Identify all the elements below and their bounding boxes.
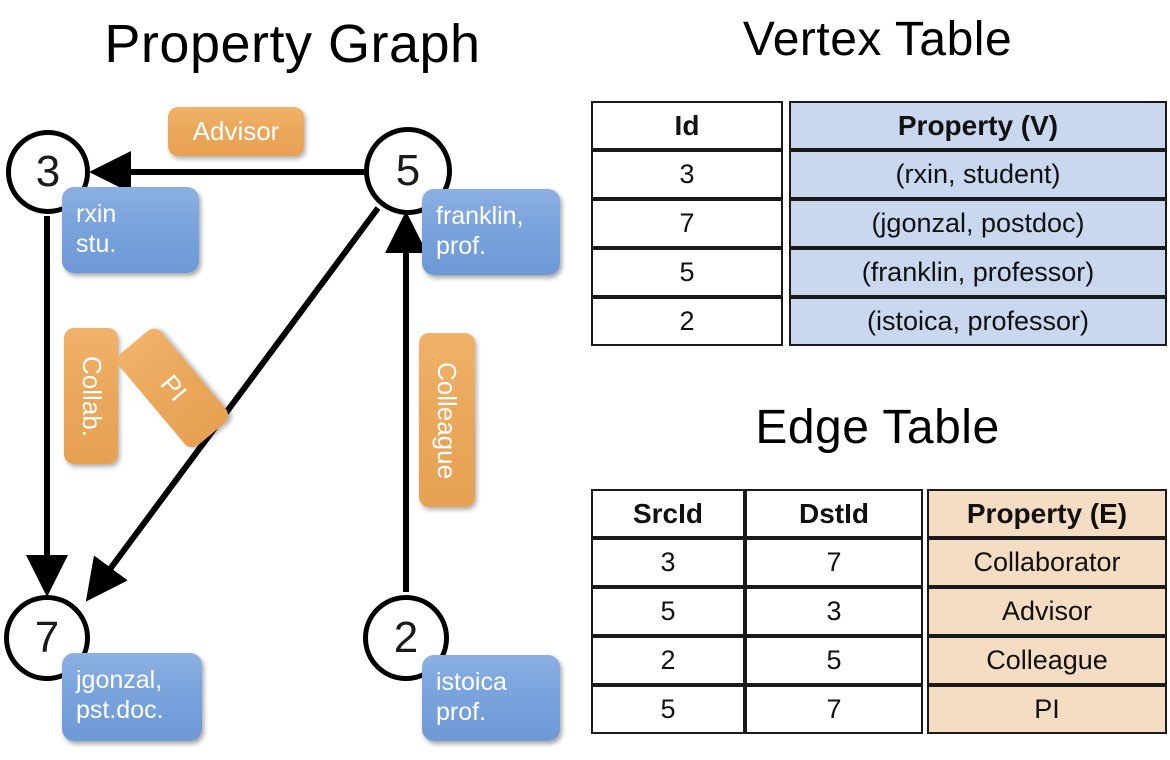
graph-edges xyxy=(26,151,427,602)
vertex-cell-id: 3 xyxy=(591,150,783,199)
edge-cell-dstid: 7 xyxy=(745,538,923,587)
vertex-cell-id: 7 xyxy=(591,199,783,248)
vertex-cell-id: 5 xyxy=(591,248,783,297)
vertex-cell-property: (franklin, professor) xyxy=(789,248,1167,297)
edge-cell-srcid: 3 xyxy=(591,538,745,587)
edge-label-colleague: Colleague xyxy=(419,333,475,507)
edge-cell-dstid: 3 xyxy=(745,587,923,636)
vertex-cell-property: (rxin, student) xyxy=(789,150,1167,199)
node-property-istoica-line2: prof. xyxy=(436,698,487,726)
edge-cell-property: Colleague xyxy=(927,636,1167,685)
edge-table-header-srcid: SrcId xyxy=(591,489,745,538)
edge-cell-property: Collaborator xyxy=(927,538,1167,587)
edge-label-advisor: Advisor xyxy=(168,107,304,156)
table-row[interactable]: 5 3 Advisor xyxy=(591,587,1167,636)
node-property-box-rxin: rxin stu. xyxy=(62,187,199,273)
node-property-jgonzal-line1: jgonzal, xyxy=(76,666,163,694)
vertex-cell-id: 2 xyxy=(591,297,783,346)
page-title-vertex-table: Vertex Table xyxy=(742,13,1013,66)
edge-label-collab: Collab. xyxy=(64,328,118,464)
page-title-edge-table: Edge Table xyxy=(755,401,1000,454)
edge-cell-property: PI xyxy=(927,685,1167,734)
edge-table-header-property: Property (E) xyxy=(927,489,1167,538)
node-property-franklin-line1: franklin, xyxy=(436,202,524,230)
graph-node-2-label: 2 xyxy=(393,613,419,662)
edge-label-colleague-text: Colleague xyxy=(432,361,463,479)
edge-cell-srcid: 5 xyxy=(591,587,745,636)
edge-label-collab-text: Collab. xyxy=(76,355,107,437)
node-property-rxin-line2: stu. xyxy=(76,230,117,258)
table-row[interactable]: 5 (franklin, professor) xyxy=(591,248,1167,297)
edge-cell-dstid: 7 xyxy=(745,685,923,734)
edge-label-advisor-text: Advisor xyxy=(192,116,280,146)
vertex-table-header-property: Property (V) xyxy=(789,101,1167,150)
node-property-box-istoica: istoica prof. xyxy=(422,655,560,741)
table-row[interactable]: 7 (jgonzal, postdoc) xyxy=(591,199,1167,248)
table-row[interactable]: 2 5 Colleague xyxy=(591,636,1167,685)
table-row[interactable]: 3 7 Collaborator xyxy=(591,538,1167,587)
graph-node-2[interactable]: 2 xyxy=(363,595,449,681)
table-row[interactable]: 3 (rxin, student) xyxy=(591,150,1167,199)
node-property-istoica-line1: istoica xyxy=(436,668,507,696)
node-property-rxin-line1: rxin xyxy=(76,200,117,228)
edge-table-header-row: SrcId DstId Property (E) xyxy=(591,489,1167,538)
edge-table-header-dstid: DstId xyxy=(745,489,923,538)
graph-node-7-label: 7 xyxy=(34,613,60,662)
vertex-cell-property: (jgonzal, postdoc) xyxy=(789,199,1167,248)
vertex-table: Id Property (V) 3 (rxin, student) 7 (jgo… xyxy=(591,101,1167,346)
vertex-table-header-id: Id xyxy=(591,101,783,150)
edge-table: SrcId DstId Property (E) 3 7 Collaborato… xyxy=(591,489,1167,734)
node-property-box-franklin: franklin, prof. xyxy=(422,189,560,275)
vertex-table-header-row: Id Property (V) xyxy=(591,101,1167,150)
graph-node-3-label: 3 xyxy=(35,147,61,196)
edge-cell-property: Advisor xyxy=(927,587,1167,636)
table-row[interactable]: 5 7 PI xyxy=(591,685,1167,734)
graph-node-5-label: 5 xyxy=(395,146,421,195)
node-property-franklin-line2: prof. xyxy=(436,232,487,260)
table-row[interactable]: 2 (istoica, professor) xyxy=(591,297,1167,346)
vertex-cell-property: (istoica, professor) xyxy=(789,297,1167,346)
node-property-jgonzal-line2: pst.doc. xyxy=(76,696,164,724)
edge-cell-srcid: 5 xyxy=(591,685,745,734)
page-title-property-graph: Property Graph xyxy=(104,14,481,74)
edge-cell-srcid: 2 xyxy=(591,636,745,685)
edge-5-to-7 xyxy=(85,206,381,602)
edge-label-pi-text: PI xyxy=(153,368,193,407)
node-property-box-jgonzal: jgonzal, pst.doc. xyxy=(62,653,202,741)
edge-cell-dstid: 5 xyxy=(745,636,923,685)
